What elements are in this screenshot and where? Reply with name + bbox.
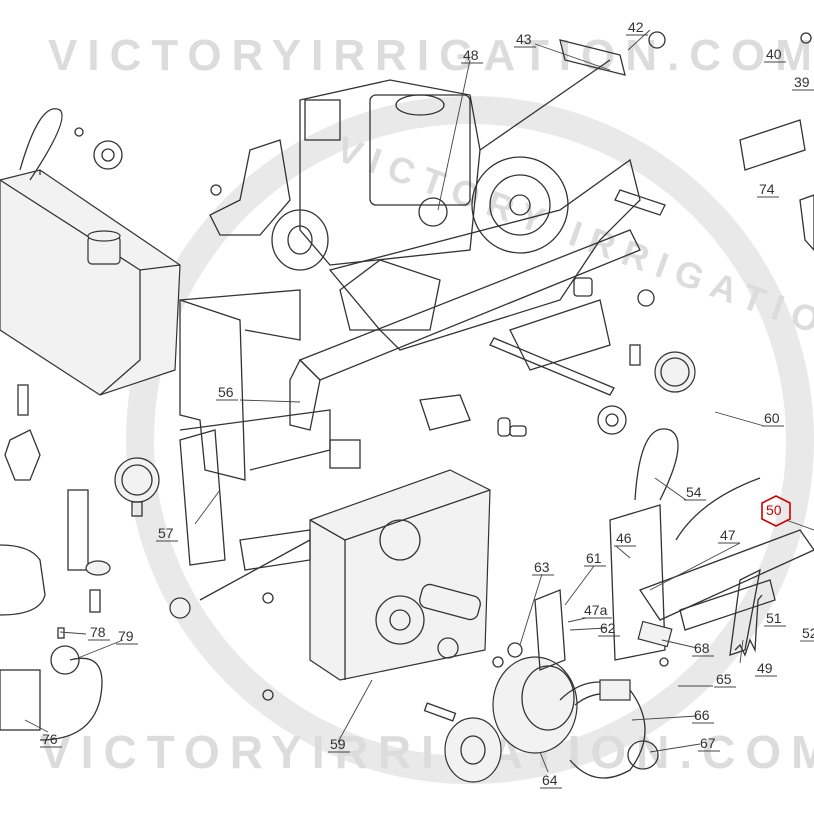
highlight-hexagon xyxy=(761,495,791,527)
callout-46: 46 xyxy=(616,530,632,546)
small-hardware xyxy=(74,127,669,722)
callout-56: 56 xyxy=(218,384,234,400)
callout-47: 47 xyxy=(720,527,736,543)
chassis-bracket-56 xyxy=(179,289,331,481)
gauge-left xyxy=(114,457,160,517)
callout-68: 68 xyxy=(694,640,710,656)
callout-labels: 42 43 48 40 39 74 56 60 54 57 50 46 47 6… xyxy=(40,19,814,789)
callout-40: 40 xyxy=(766,46,782,62)
callout-50-highlighted: 50 xyxy=(766,502,782,518)
watermark-bottom: VICTORYIRRIGATION.COM xyxy=(40,726,814,778)
callout-62: 62 xyxy=(600,620,616,636)
callout-47a: 47a xyxy=(584,602,608,618)
callout-76: 76 xyxy=(42,731,58,747)
callout-64: 64 xyxy=(542,772,558,788)
callout-39: 39 xyxy=(794,74,810,90)
ring-67 xyxy=(627,740,659,770)
gauge-right xyxy=(654,351,696,393)
callout-51: 51 xyxy=(766,610,782,626)
fuel-tank xyxy=(0,169,181,396)
bracket-57 xyxy=(179,429,226,566)
engine-assembly xyxy=(209,79,569,271)
callout-60: 60 xyxy=(764,410,780,426)
callout-49: 49 xyxy=(757,660,773,676)
callout-79: 79 xyxy=(118,628,134,644)
callout-42: 42 xyxy=(628,19,644,35)
callout-48: 48 xyxy=(463,47,479,63)
clutch-belt-54 xyxy=(634,428,679,501)
left-side-parts xyxy=(0,384,111,741)
transmission-gearbox xyxy=(169,439,491,681)
callout-78: 78 xyxy=(90,624,106,640)
callout-65: 65 xyxy=(716,671,732,687)
engine-mount-frame xyxy=(289,158,641,431)
brake-band-66 xyxy=(559,679,646,779)
callout-63: 63 xyxy=(534,559,550,575)
callout-67: 67 xyxy=(700,735,716,751)
drive-shaft xyxy=(419,337,627,437)
callout-54: 54 xyxy=(686,484,702,500)
callout-59: 59 xyxy=(330,736,346,752)
belt-and-pulley xyxy=(19,108,123,181)
bracket-61 xyxy=(492,589,566,671)
callout-43: 43 xyxy=(516,31,532,47)
callout-57: 57 xyxy=(158,525,174,541)
callout-61: 61 xyxy=(586,550,602,566)
spring-49 xyxy=(734,594,763,657)
leader-lines xyxy=(24,29,814,773)
pulley-64 xyxy=(444,656,578,783)
callout-66: 66 xyxy=(694,707,710,723)
watermark-top: VICTORYIRRIGATION.COM xyxy=(48,31,814,80)
callout-74: 74 xyxy=(759,181,775,197)
top-right-parts xyxy=(479,31,814,251)
callout-52: 52 xyxy=(802,625,814,641)
